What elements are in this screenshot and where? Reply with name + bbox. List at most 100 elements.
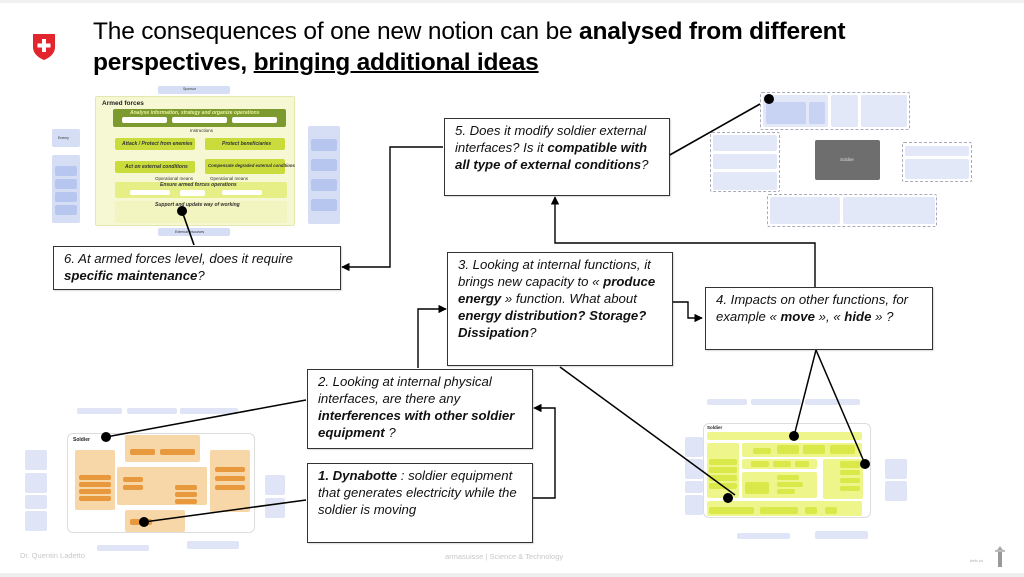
- soldier-center-label: Soldier: [840, 157, 855, 162]
- analyse-sub-1: [122, 117, 167, 123]
- top-border: [0, 0, 1024, 3]
- arrow-q3-to-q4: [672, 301, 703, 323]
- q2-bold: interferences with other soldier equipme…: [318, 408, 515, 440]
- analyse-item-2: [777, 475, 799, 480]
- q5-bold: compatible with all type of external con…: [455, 140, 648, 172]
- q3-end: ?: [529, 325, 537, 340]
- quartermaster-box: [770, 197, 840, 224]
- generation-box: [130, 519, 152, 525]
- primary-resources-box: [713, 172, 777, 190]
- body-parts-box: [123, 485, 143, 490]
- human-item-3: [175, 485, 197, 490]
- arrow-q5-to-q6: [341, 146, 443, 272]
- action-equipment-box: [210, 450, 250, 512]
- receive-item-2: [709, 467, 737, 473]
- armed-forces-diagram: Sponsor Orders Reports Armed forces Anal…: [50, 86, 340, 236]
- q4-text2: », «: [814, 309, 845, 324]
- react-hide: [830, 445, 855, 454]
- external-resources-label: External resources: [175, 230, 205, 234]
- feel-item-1: [751, 461, 769, 467]
- footer-center: armasuisse | Science & Technology: [445, 552, 564, 561]
- mission-prep-left: [685, 481, 703, 493]
- military-staff-left: [685, 437, 703, 457]
- support-label: Support and update way of working: [155, 202, 240, 208]
- protect-block: [205, 138, 285, 150]
- q1-text: : soldier equipment that generates elect…: [318, 468, 517, 517]
- attack-label: Attack / Protect from enemies: [122, 141, 193, 147]
- soldier-center-box: [815, 140, 880, 180]
- operating-field-bottom: [187, 541, 239, 549]
- regulation-box: [831, 95, 858, 127]
- citizens-right: [885, 459, 907, 479]
- maintain-item-3: [805, 507, 817, 514]
- question-1-box: 1. Dynabotte : soldier equipment that ge…: [307, 463, 533, 543]
- q4-bold2: hide: [844, 309, 872, 324]
- data-treatment-box: [75, 450, 115, 510]
- soldier-environment-diagram: Soldier: [705, 84, 975, 229]
- operating-field-box: [766, 102, 806, 124]
- q1-bold: 1. Dynabotte: [318, 468, 398, 483]
- q3-text2: » function. What about: [501, 291, 637, 306]
- country-box: [311, 139, 337, 151]
- mission-operating-left: [685, 459, 703, 479]
- citizens-right: [265, 475, 285, 495]
- title-part1: The consequences of one new notion can b…: [93, 18, 580, 45]
- feel-item-3: [795, 461, 809, 467]
- organisations-box: [311, 159, 337, 171]
- assets-box: [311, 199, 337, 211]
- title-space: [247, 49, 254, 76]
- soldier-title: Soldier: [707, 425, 723, 430]
- title-underline: bringing additional ideas: [253, 49, 539, 76]
- q3-bold1: produce energy: [458, 274, 656, 306]
- data-item-3: [79, 489, 111, 494]
- action-item-1: [215, 467, 245, 472]
- q6-text: 6. At armed forces level, does it requir…: [64, 251, 293, 266]
- soldier-functions-diagram: Soldier: [685, 395, 955, 545]
- attack-block: [115, 138, 195, 150]
- analyse-item-3: [777, 482, 803, 487]
- analyse-label: Analyse information, strategy and organi…: [130, 110, 260, 116]
- enemies-top: [180, 408, 238, 414]
- receive-item-3: [709, 475, 737, 481]
- human-item-4: [175, 492, 197, 497]
- society-box: [55, 166, 77, 176]
- value-system-box: [905, 159, 969, 179]
- mission-operation-left: [25, 473, 47, 493]
- q2-text: 2. Looking at internal physical interfac…: [318, 374, 492, 406]
- react-absorb: [777, 445, 799, 454]
- citizens-box: [905, 146, 969, 156]
- operating-field-bottom: [815, 531, 868, 539]
- maintain-item-1: [709, 507, 754, 514]
- human-item-5: [175, 499, 197, 504]
- soldier-equipment-diagram: Soldier: [20, 405, 285, 551]
- primary-resources-left: [685, 495, 703, 515]
- q6-bold: specific maintenance: [64, 268, 198, 283]
- q2-end: ?: [384, 425, 396, 440]
- reg-top: [751, 399, 801, 405]
- swiss-shield-icon: [33, 34, 55, 60]
- analyse-sub-2: [172, 117, 227, 123]
- question-5-box: 5. Does it modify soldier external inter…: [444, 118, 670, 196]
- receive-item-1: [709, 459, 737, 465]
- q4-end: » ?: [871, 309, 894, 324]
- react-detect: [803, 445, 825, 454]
- q3-bold2: energy distribution? Storage? Dissipatio…: [458, 308, 647, 340]
- individuals-box: [311, 179, 337, 191]
- footer-logo-label: defo.ch: [970, 558, 983, 563]
- sponsor-label: Sponsor: [183, 87, 197, 91]
- ensure-item-1: [130, 190, 170, 195]
- define-mode-bar: [707, 432, 862, 440]
- maintain-item-4: [825, 507, 837, 514]
- data-item-1: [79, 475, 111, 480]
- primary-resources-left: [25, 511, 47, 531]
- slide-title: The consequences of one new notion can b…: [93, 16, 993, 78]
- soldier-title: Soldier: [73, 437, 90, 443]
- infrastructure-box: [55, 192, 77, 202]
- operational-means-left: Operational means: [155, 176, 194, 181]
- action-item-3: [215, 485, 245, 490]
- military-staff-left: [25, 450, 47, 470]
- env-conditions-top: [77, 408, 122, 414]
- act-control: [840, 478, 860, 483]
- title-bold: analysed from different perspectives,: [93, 18, 846, 76]
- support-block: [115, 201, 287, 223]
